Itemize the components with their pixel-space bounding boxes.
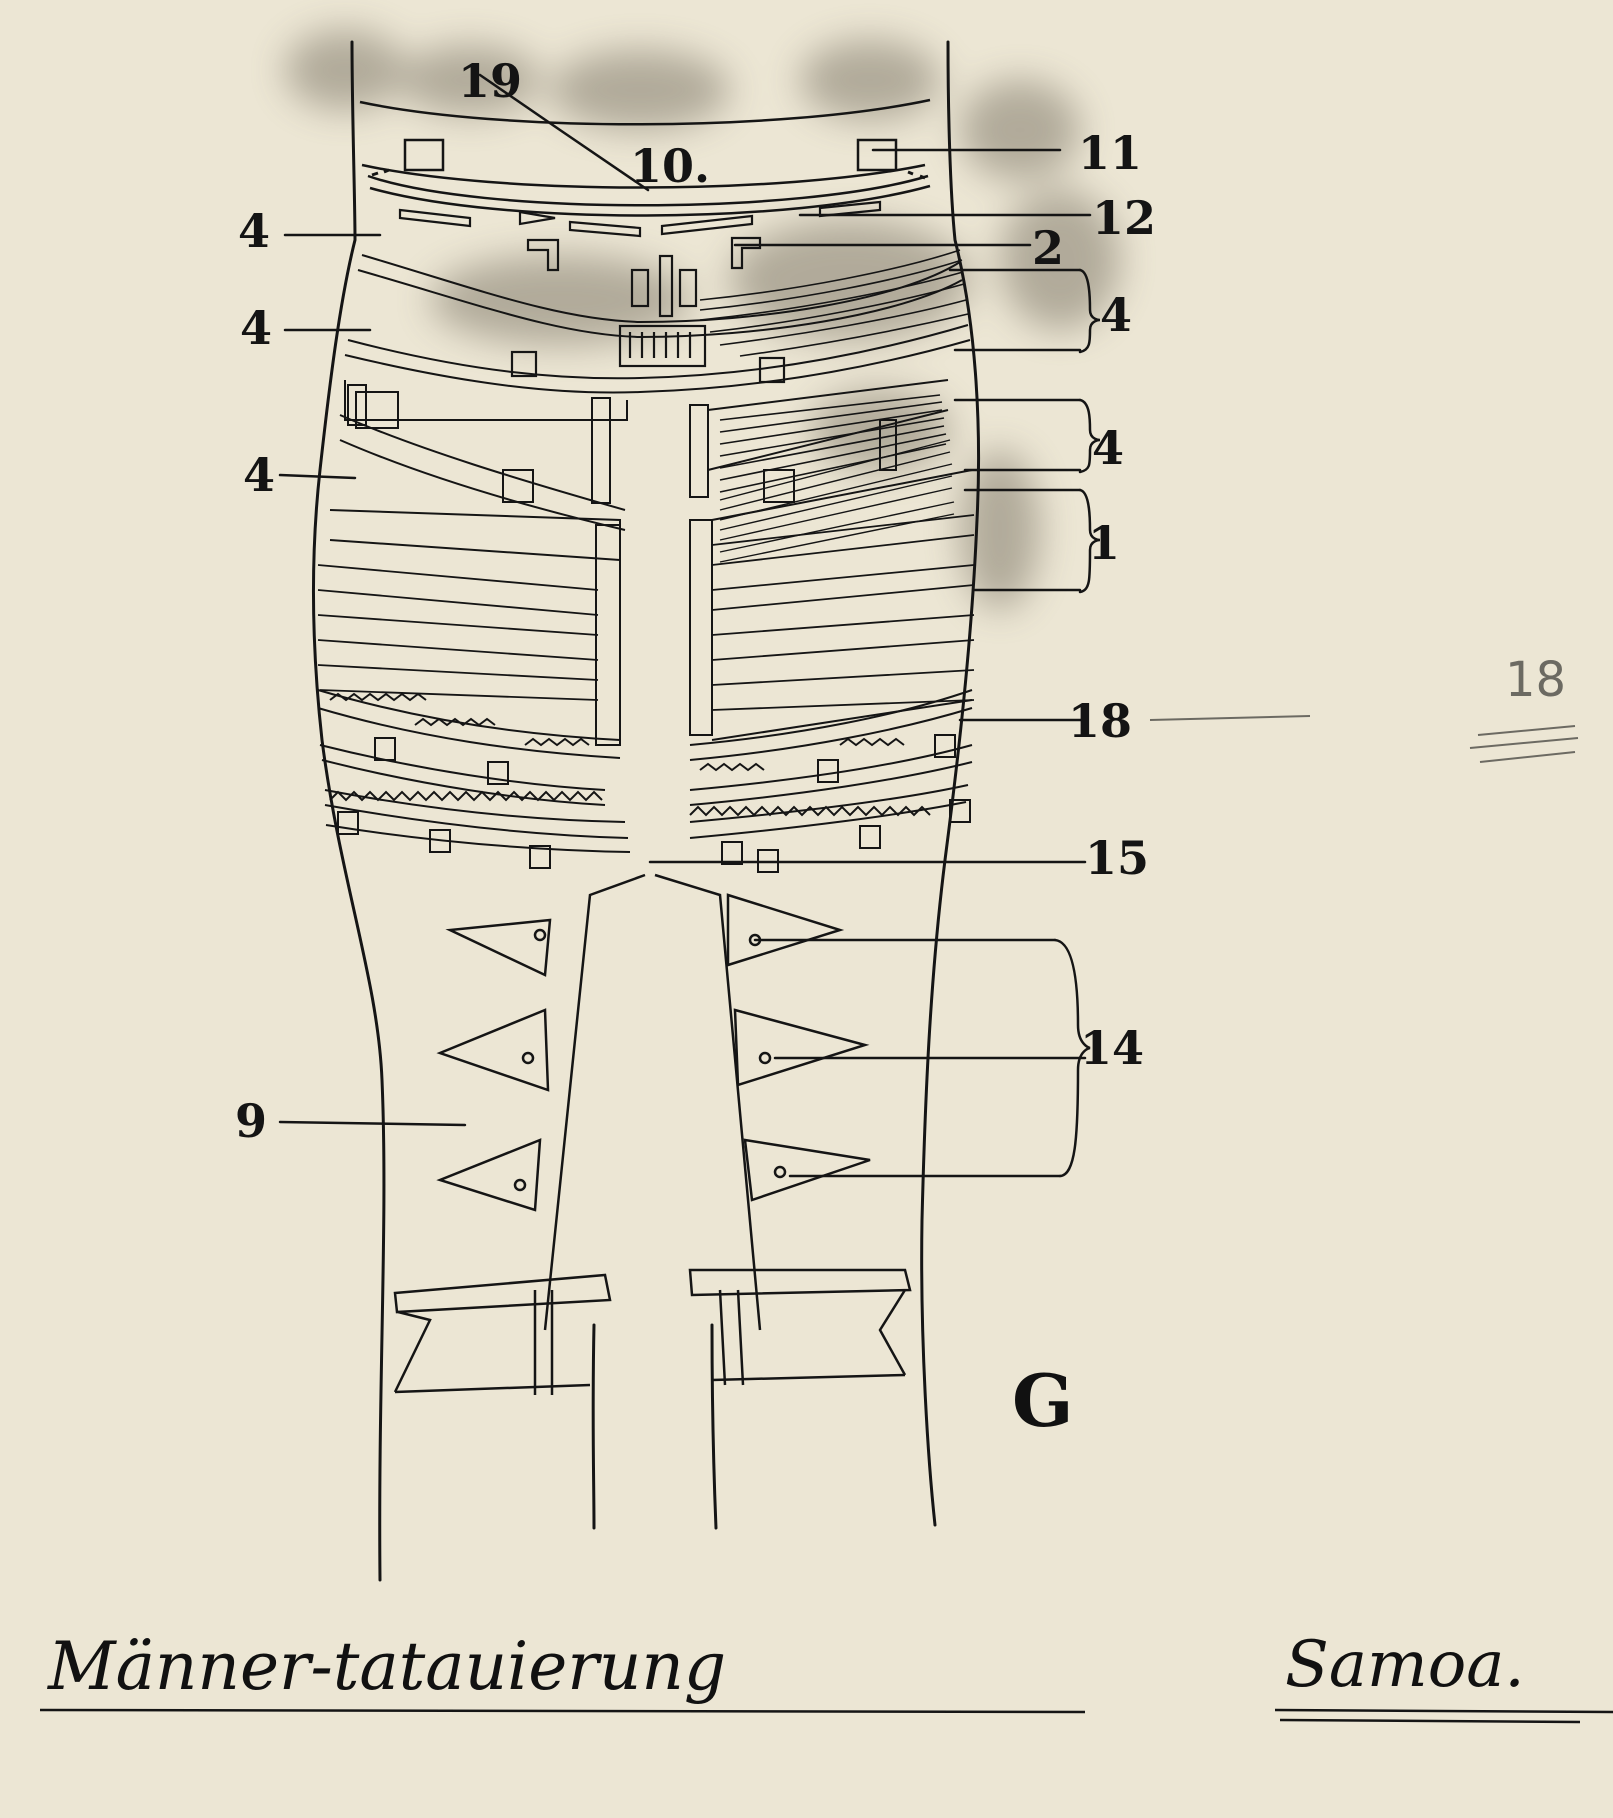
hip-ornaments xyxy=(398,200,882,384)
label-14: 14 xyxy=(1080,1021,1145,1075)
knee-triangles xyxy=(393,873,912,1395)
label-12: 12 xyxy=(1092,191,1157,245)
waist-band xyxy=(359,98,931,217)
leader-lines xyxy=(278,73,1101,1178)
label-18: 18 xyxy=(1068,694,1133,748)
pencil-marks xyxy=(1149,715,1579,763)
label-4-left-low: 4 xyxy=(243,448,276,502)
page-note: 18 xyxy=(1505,652,1567,708)
label-19: 19 xyxy=(458,54,523,108)
caption-place: Samoa. xyxy=(1285,1628,1525,1702)
label-15: 15 xyxy=(1085,831,1150,885)
caption-underlines xyxy=(39,1708,1613,1724)
label-4-right-top: 4 xyxy=(1100,288,1133,342)
label-4-right-low: 4 xyxy=(1092,421,1125,475)
label-1: 1 xyxy=(1088,516,1121,570)
caption-title: Männer-tatauierung xyxy=(48,1628,727,1705)
body-outline xyxy=(311,40,981,1582)
label-11: 11 xyxy=(1078,126,1143,180)
thigh-bands xyxy=(317,249,975,746)
label-2: 2 xyxy=(1032,221,1065,275)
figure-letter: G xyxy=(1012,1358,1074,1443)
label-10: 10. xyxy=(630,139,711,193)
label-4-left-top: 4 xyxy=(238,204,271,258)
label-4-left-mid: 4 xyxy=(240,301,273,355)
knee-bands xyxy=(317,689,973,873)
label-9: 9 xyxy=(235,1094,268,1148)
